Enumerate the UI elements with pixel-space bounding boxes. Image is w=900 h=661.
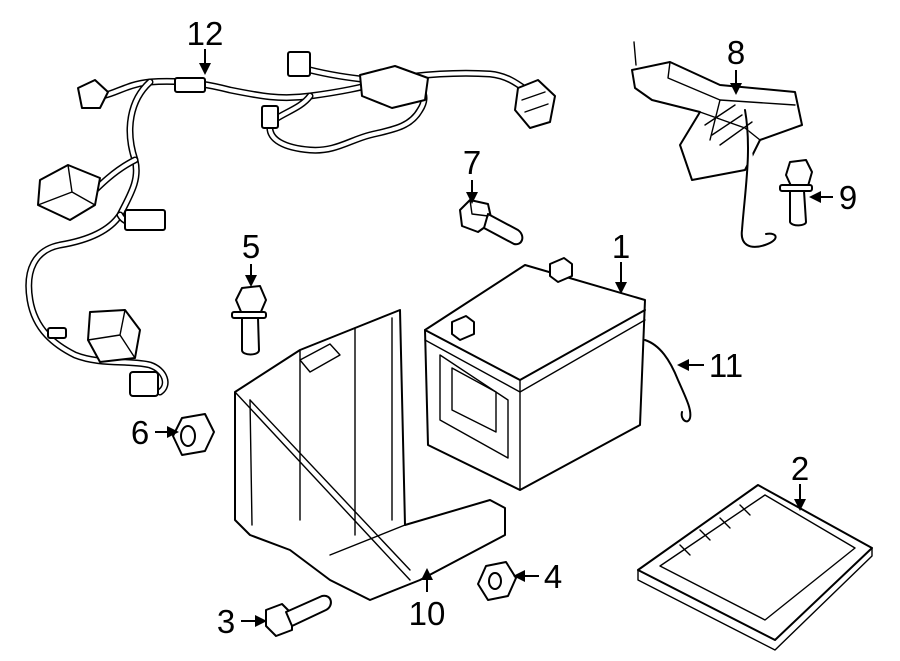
- arrowhead-8: [730, 83, 742, 95]
- callout-11: 11: [709, 347, 743, 384]
- arrowhead-5: [245, 275, 257, 287]
- arrowhead-10: [421, 568, 433, 580]
- arrowhead-11: [677, 359, 689, 371]
- callout-2: 2: [791, 450, 809, 487]
- arrowhead-3: [255, 615, 267, 627]
- vent-tube[interactable]: [644, 339, 692, 423]
- arrowhead-7: [466, 192, 478, 204]
- callout-5: 5: [242, 228, 260, 265]
- callout-3: 3: [217, 603, 235, 640]
- battery[interactable]: [424, 257, 646, 491]
- wiring-harness[interactable]: [25, 51, 556, 397]
- leader-lines: [155, 49, 833, 627]
- callout-10: 10: [409, 595, 446, 632]
- callout-8: 8: [727, 34, 745, 71]
- arrowhead-4: [513, 570, 525, 582]
- arrowhead-1: [615, 282, 627, 294]
- callout-1: 1: [612, 228, 630, 265]
- mounting-bracket[interactable]: [631, 41, 803, 248]
- callout-numbers: 1 2 3 4 5 6 7 8 9 10 11 12: [131, 15, 857, 640]
- bolt-7[interactable]: [459, 199, 524, 246]
- arrowhead-9: [809, 191, 821, 203]
- callout-7: 7: [463, 144, 481, 181]
- bolt-3[interactable]: [265, 594, 332, 637]
- nut-4[interactable]: [477, 561, 517, 601]
- tray-pad[interactable]: [637, 484, 873, 651]
- callout-6: 6: [131, 414, 149, 451]
- nut-6[interactable]: [172, 413, 215, 456]
- bolt-9[interactable]: [779, 159, 813, 227]
- callout-4: 4: [544, 558, 562, 595]
- arrowhead-2: [794, 499, 806, 511]
- callout-9: 9: [839, 179, 857, 216]
- bolt-5[interactable]: [231, 285, 267, 356]
- arrowhead-6: [167, 426, 179, 438]
- callout-12: 12: [187, 15, 224, 52]
- arrowhead-12: [199, 63, 211, 75]
- battery-tray[interactable]: [234, 309, 506, 601]
